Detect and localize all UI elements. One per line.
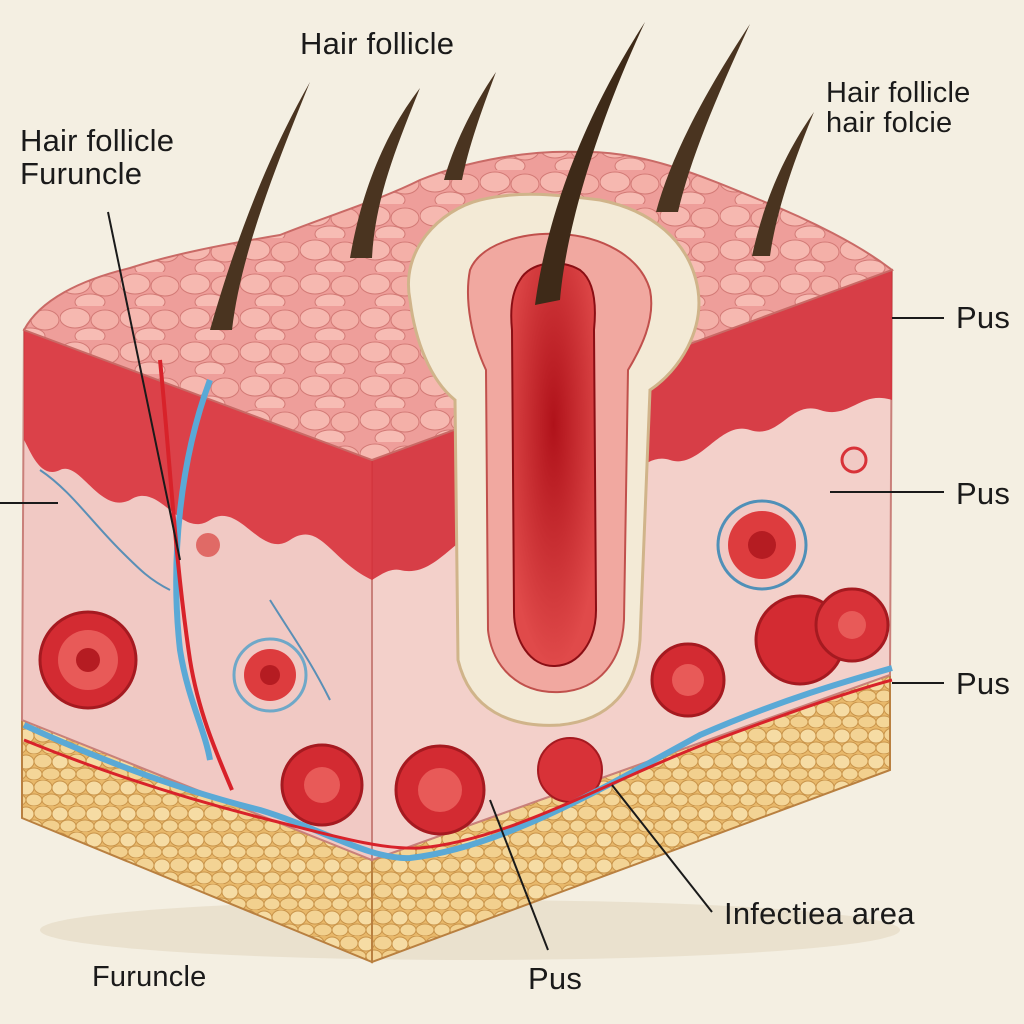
label-infection-area: Infectiea area: [724, 896, 915, 931]
label-hair-follicle-furuncle: Hair follicle Furuncle: [20, 123, 175, 191]
label-hair-follicle-right: Hair follicle hair folcie: [826, 78, 970, 139]
hairs: [210, 22, 814, 330]
leader-line-pus-bottom: [489, 799, 549, 951]
label-hair-follicle-furuncle-line2: Furuncle: [20, 155, 143, 191]
leader-line-infection: [611, 784, 713, 913]
label-pus-bottom: Pus: [528, 961, 583, 996]
blood-vessel-blue-branch: [173, 378, 213, 761]
follicle-sac: [510, 262, 598, 668]
blood-vessel-red-main: [23, 678, 893, 850]
label-hair-follicle-right-line1: Hair follicle: [826, 77, 971, 109]
blood-vessel-thin-2: [269, 599, 331, 701]
blood-vessel-thin-1: [39, 469, 171, 591]
leader-lines: [0, 211, 944, 951]
label-pus-right-1: Pus: [956, 300, 1011, 335]
blood-vessel-red-branch: [158, 359, 234, 791]
label-pus-right-2: Pus: [956, 476, 1011, 511]
label-hair-follicle-top: Hair follicle: [300, 26, 455, 61]
block-shadow: [40, 900, 900, 960]
lesions-right: [394, 446, 890, 836]
label-hair-follicle-right-line2: hair folcie: [826, 107, 953, 140]
label-furuncle-bottom: Furuncle: [92, 961, 207, 993]
dermal-band-front: [24, 330, 372, 580]
leader-line-left: [107, 211, 181, 561]
lesions-front: [38, 533, 364, 827]
blood-vessel-blue-main: [22, 665, 893, 862]
label-hair-follicle-furuncle-line1: Hair follicle: [20, 123, 175, 158]
label-pus-right-3: Pus: [956, 666, 1011, 701]
